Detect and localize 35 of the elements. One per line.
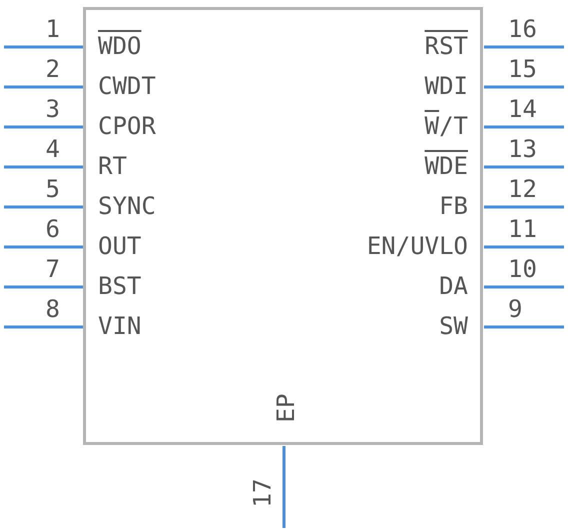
pin-number: 6 — [46, 216, 60, 242]
pin-number: 1 — [46, 16, 60, 42]
pin-name: WDI — [424, 73, 468, 99]
pin-number: 9 — [508, 296, 522, 322]
pin-name: SW — [439, 313, 468, 339]
pin-name: RT — [98, 153, 127, 179]
pin-number: 2 — [46, 56, 60, 82]
pin-name: EP — [273, 392, 299, 424]
pin-name: DA — [439, 273, 468, 299]
pin-number: 4 — [46, 136, 60, 162]
pin-name: BST — [98, 273, 142, 299]
pin-number: 10 — [508, 256, 537, 282]
pin-number: 8 — [46, 296, 60, 322]
pin-name: SYNC — [98, 193, 156, 219]
pin-name: W/T — [424, 113, 468, 139]
pin-number: 11 — [508, 216, 537, 242]
pin-number: 14 — [508, 96, 537, 122]
pin-number: 15 — [508, 56, 537, 82]
pin-name: CWDT — [98, 73, 156, 99]
pin-name: WDO — [98, 33, 142, 59]
pin-name: CPOR — [98, 113, 156, 139]
pin-name: RST — [424, 33, 468, 59]
pin-number: 3 — [46, 96, 60, 122]
pin-name: EN/UVLO — [366, 233, 468, 259]
pin-number: 7 — [46, 256, 60, 282]
pin-number: 17 — [249, 478, 276, 508]
pin-number: 5 — [46, 176, 60, 202]
pin-name: WDE — [424, 153, 468, 179]
pin-name: VIN — [98, 313, 142, 339]
pin-number: 16 — [508, 16, 537, 42]
pin-number: 13 — [508, 136, 537, 162]
pin-name: OUT — [98, 233, 142, 259]
ic-body — [83, 7, 483, 445]
pin-number: 12 — [508, 176, 537, 202]
pin-name: FB — [439, 193, 468, 219]
